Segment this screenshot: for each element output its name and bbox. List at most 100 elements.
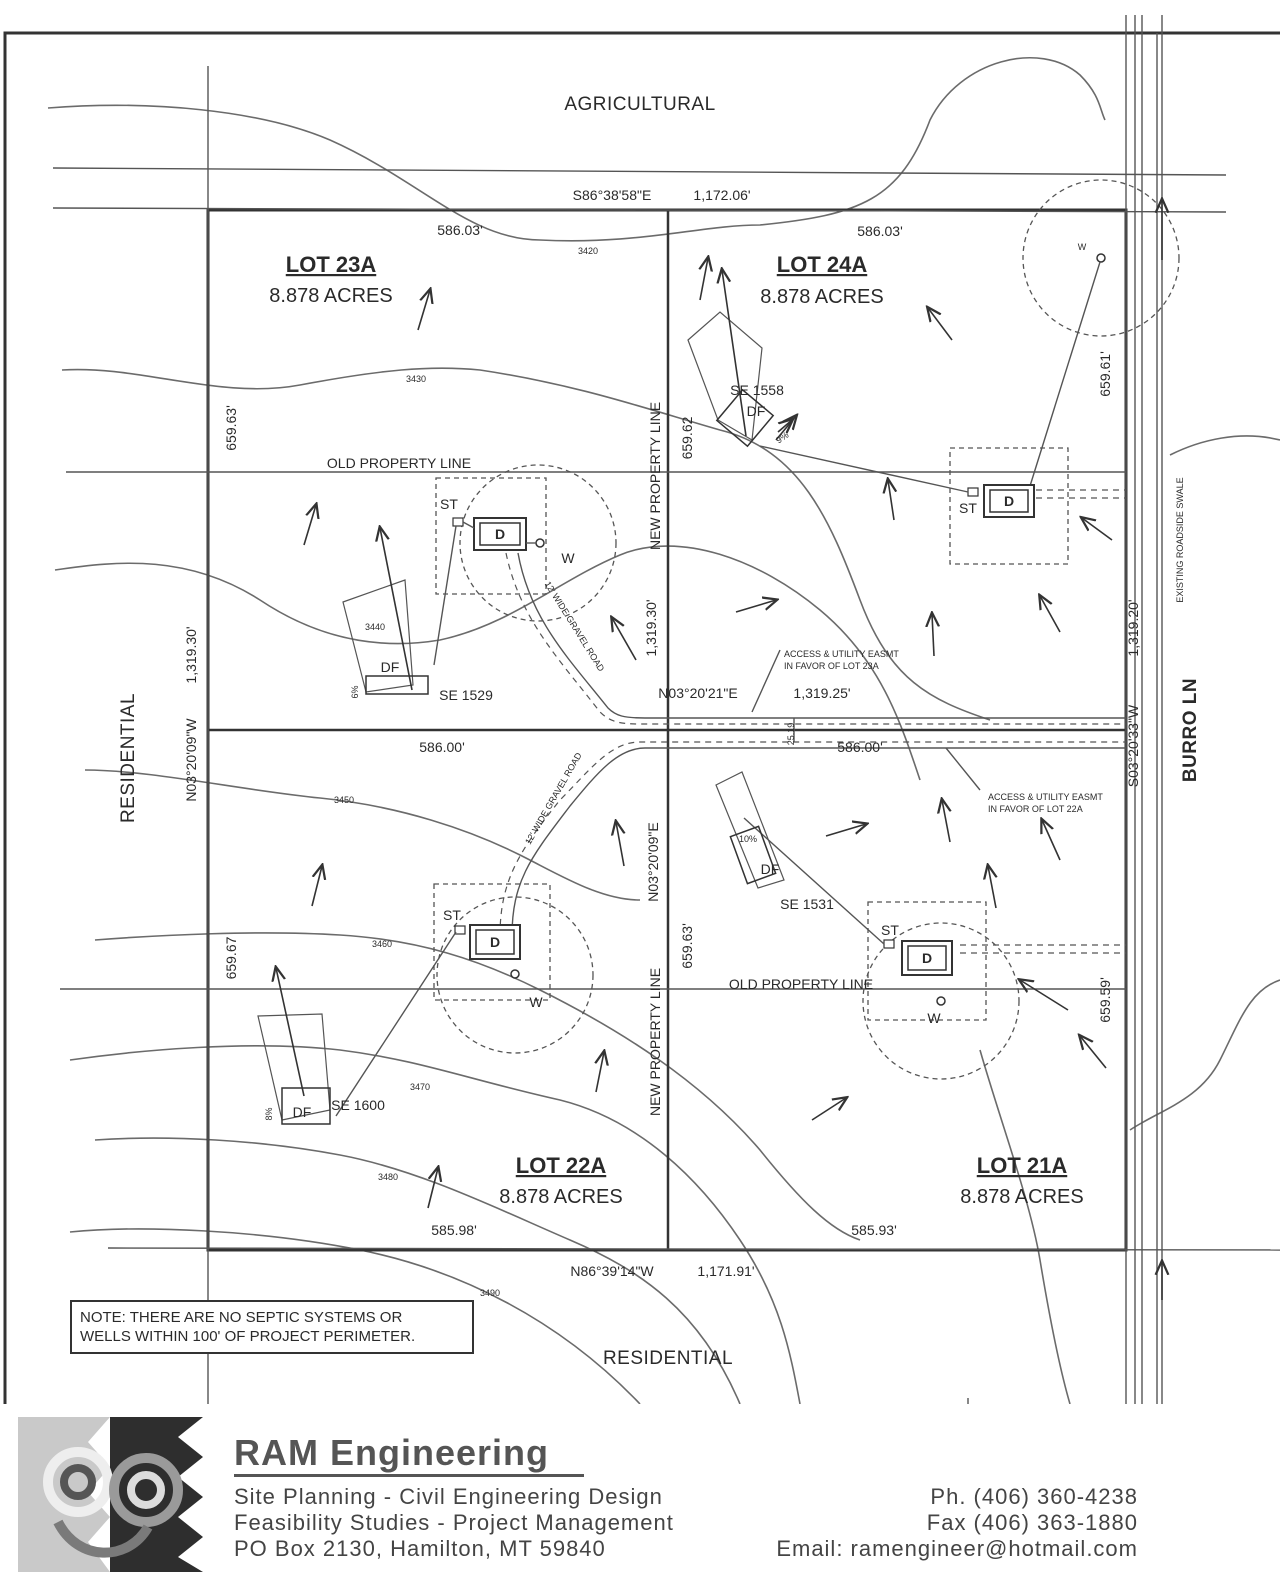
svg-text:ST: ST — [443, 907, 461, 923]
septic-tank-icon — [967, 487, 979, 497]
west-bearing: N03°20'09"W — [183, 718, 199, 802]
svg-text:3460: 3460 — [372, 939, 392, 949]
lot-23a-acres: 8.878 ACRES — [269, 285, 392, 307]
easement-leader-22a — [945, 747, 981, 791]
contour-labels: 3420 3430 3440 3450 3460 3470 3480 3490 — [334, 246, 598, 1298]
lot-23a-title: LOT 23A — [286, 252, 377, 277]
svg-text:W: W — [927, 1010, 941, 1026]
svg-text:SE 1529: SE 1529 — [439, 687, 493, 703]
south-bearing: N86°39'14"W — [570, 1263, 654, 1279]
drainfield-21a — [729, 825, 777, 885]
svg-text:SE 1600: SE 1600 — [331, 1097, 385, 1113]
svg-text:D: D — [1004, 493, 1014, 509]
dim-659-63-b: 659.63' — [679, 923, 695, 969]
drainfield-22a — [281, 1087, 331, 1125]
dim-585-98: 585.98' — [431, 1222, 477, 1238]
svg-text:3480: 3480 — [378, 1172, 398, 1182]
svg-text:DF: DF — [293, 1104, 312, 1120]
drainfield-24a — [715, 388, 775, 448]
svg-text:3430: 3430 — [406, 374, 426, 384]
gravel-roads — [499, 489, 1126, 954]
svg-text:D: D — [922, 950, 932, 966]
drainage-arrows — [276, 200, 1162, 1300]
svg-text:D: D — [495, 526, 505, 542]
south-tie-line — [107, 1247, 1280, 1251]
lot-21a-title: LOT 21A — [977, 1153, 1068, 1178]
new-property-line-label-2: NEW PROPERTY LINE — [647, 968, 663, 1116]
north-land-use: AGRICULTURAL — [564, 94, 715, 115]
road-name: BURRO LN — [1180, 678, 1201, 782]
project-note: NOTE: THERE ARE NO SEPTIC SYSTEMS OR WEL… — [70, 1300, 474, 1354]
svg-text:W: W — [561, 550, 575, 566]
company-name: RAM Engineering — [234, 1432, 550, 1473]
dim-586-00-a: 586.00' — [419, 739, 465, 755]
svg-text:ACCESS & UTILITY EASMT: ACCESS & UTILITY EASMT — [784, 649, 899, 659]
lot-24a-title: LOT 24A — [777, 252, 868, 277]
north-tie-line-1 — [52, 167, 1227, 176]
svg-text:DF: DF — [381, 659, 400, 675]
dim-659-67: 659.67 — [223, 936, 239, 979]
drainfield-23a — [365, 675, 429, 695]
well-icon — [936, 996, 946, 1006]
dim-1319-30-mid: 1,319.30' — [643, 599, 659, 656]
north-tie-line-2 — [52, 207, 1227, 213]
dim-659-62: 659.62 — [679, 416, 695, 459]
svg-text:W: W — [529, 994, 543, 1010]
south-length: 1,171.91' — [697, 1263, 754, 1279]
svg-text:3450: 3450 — [334, 795, 354, 805]
dim-659-59: 659.59' — [1097, 977, 1113, 1023]
west-length: 1,319.30' — [183, 626, 199, 683]
south-land-use: RESIDENTIAL — [603, 1348, 733, 1369]
easement-leader-23a — [751, 649, 781, 713]
mid-bearing: N03°20'21"E — [658, 685, 737, 701]
note-line-2: WELLS WITHIN 100' OF PROJECT PERIMETER. — [80, 1328, 416, 1345]
north-length: 1,172.06' — [693, 187, 750, 203]
svg-text:6%: 6% — [350, 685, 360, 698]
east-length: 1,319.20' — [1125, 599, 1141, 656]
east-bearing: S03°20'33"W — [1125, 704, 1141, 787]
svg-text:IN FAVOR OF LOT 22A: IN FAVOR OF LOT 22A — [988, 804, 1083, 814]
contour-lines — [47, 56, 1280, 1405]
svg-text:ST: ST — [959, 500, 977, 516]
lot-23a-site — [342, 464, 617, 695]
svg-text:3420: 3420 — [578, 246, 598, 256]
services-line-2: Feasibility Studies - Project Management — [234, 1510, 674, 1535]
svg-text:SE 1531: SE 1531 — [780, 896, 834, 912]
well-radius-22a — [436, 896, 594, 1054]
company-name-rule — [234, 1474, 584, 1477]
well-radius-23a — [459, 464, 617, 622]
sheet-border — [3, 31, 1280, 1404]
svg-text:3470: 3470 — [410, 1082, 430, 1092]
septic-tank-icon — [454, 925, 466, 935]
dim-659-63-a: 659.63' — [223, 405, 239, 451]
lot-22a-site — [257, 883, 594, 1125]
email-address[interactable]: Email: ramengineer@hotmail.com — [776, 1536, 1138, 1561]
svg-text:W: W — [1078, 242, 1087, 252]
dim-25-19: 25.19 — [786, 723, 796, 746]
lot-21a-acres: 8.878 ACRES — [960, 1186, 1083, 1208]
svg-text:10%: 10% — [739, 834, 757, 844]
note-line-1: NOTE: THERE ARE NO SEPTIC SYSTEMS OR — [80, 1309, 403, 1326]
svg-text:SE 1558: SE 1558 — [730, 382, 784, 398]
mid-ns-bearing: N03°20'09"E — [645, 822, 661, 901]
svg-text:D: D — [490, 934, 500, 950]
lot-24a-acres: 8.878 ACRES — [760, 286, 883, 308]
west-land-use: RESIDENTIAL — [118, 693, 139, 823]
services-line-1: Site Planning - Civil Engineering Design — [234, 1484, 663, 1509]
lot-24a-site — [687, 179, 1180, 565]
dim-586-03-a: 586.03' — [437, 222, 483, 238]
well-icon — [1096, 253, 1106, 263]
fax-number: Fax (406) 363-1880 — [926, 1510, 1138, 1535]
lot-22a-title: LOT 22A — [516, 1153, 607, 1178]
old-property-line-label: OLD PROPERTY LINE — [327, 455, 471, 471]
svg-text:12' WIDE GRAVEL ROAD: 12' WIDE GRAVEL ROAD — [523, 750, 584, 846]
svg-text:9%: 9% — [774, 430, 790, 446]
title-block: RAM Engineering Site Planning - Civil En… — [0, 1404, 1280, 1584]
dim-585-93: 585.93' — [851, 1222, 897, 1238]
lot-22a-acres: 8.878 ACRES — [499, 1186, 622, 1208]
svg-text:IN FAVOR OF LOT 23A: IN FAVOR OF LOT 23A — [784, 661, 879, 671]
svg-text:ST: ST — [881, 922, 899, 938]
svg-text:ST: ST — [440, 496, 458, 512]
svg-text:ACCESS & UTILITY EASMT: ACCESS & UTILITY EASMT — [988, 792, 1103, 802]
